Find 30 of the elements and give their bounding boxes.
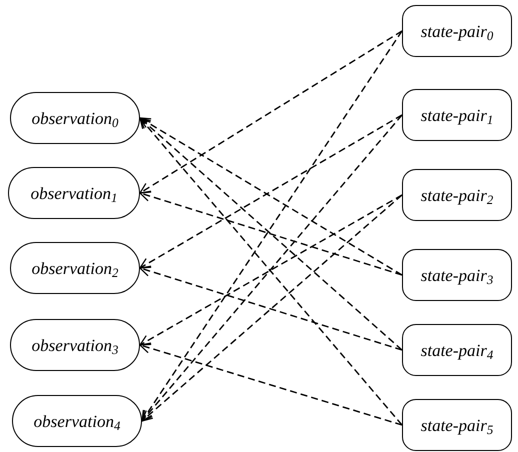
rounded-node — [10, 92, 140, 144]
node-label: state-pair$_{5}$ — [420, 416, 494, 434]
node-label: state-pair$_{0}$ — [420, 22, 494, 40]
node-label: observation$_{2}$ — [32, 260, 118, 276]
node-label: observation$_{3}$ — [32, 336, 118, 354]
rounded-node — [12, 395, 142, 447]
node-label: state-pair$_{1}$ — [420, 106, 494, 124]
dashed-arrow — [139, 117, 402, 351]
rounded-box — [402, 89, 512, 141]
node-label: state-pair$_{3}$ — [420, 266, 494, 284]
rounded-node — [10, 319, 140, 371]
rounded-node — [10, 242, 140, 294]
rounded-node — [8, 167, 140, 219]
dashed-arrow — [139, 194, 402, 346]
rounded-box — [402, 169, 512, 221]
node-label: observation$_{0}$ — [32, 110, 118, 126]
rounded-box — [402, 249, 512, 301]
node-label: observation$_{4}$ — [34, 412, 120, 430]
dashed-arrow — [139, 342, 402, 426]
node-label: state-pair$_{4}$ — [420, 342, 494, 358]
rounded-box — [402, 324, 512, 376]
dashed-arrow — [141, 194, 402, 422]
rounded-box — [402, 399, 512, 451]
node-label: state-pair$_{2}$ — [420, 186, 494, 204]
dashed-arrow — [141, 30, 403, 422]
rounded-box — [402, 5, 512, 57]
dashed-arrow — [139, 266, 402, 351]
dashed-arrow — [139, 190, 402, 276]
node-label: observation$_{1}$ — [30, 184, 118, 202]
dashed-arrow — [139, 30, 402, 194]
